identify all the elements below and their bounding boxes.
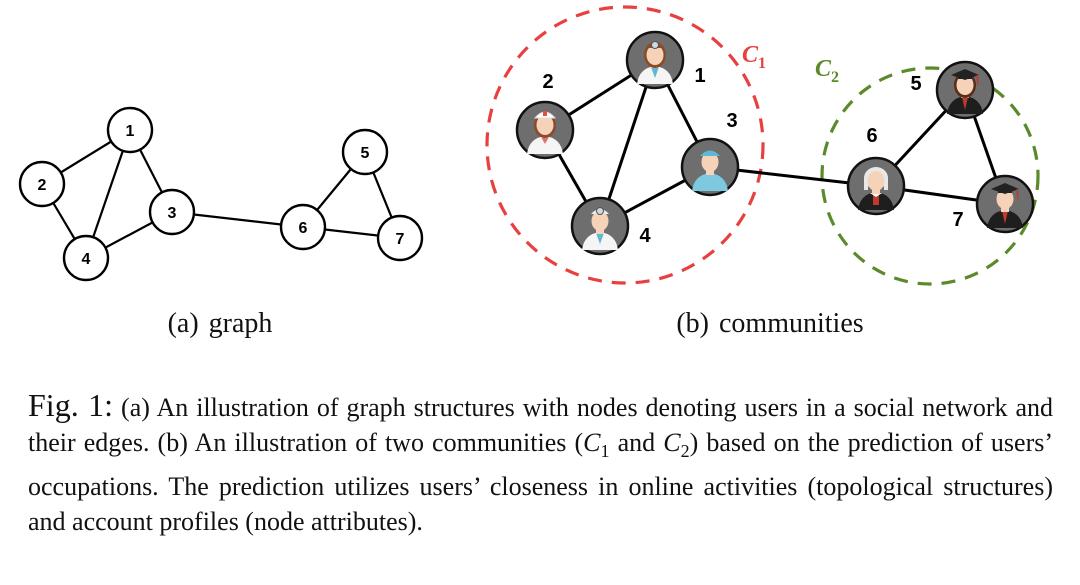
subcaption-a: (a) graph xyxy=(120,308,320,340)
caption-c1-sub: 1 xyxy=(600,441,610,462)
community-node-label: 3 xyxy=(726,110,737,132)
caption-c2-sub: 2 xyxy=(680,441,690,462)
graduate-male-icon xyxy=(975,174,1035,234)
graph-node-4: 4 xyxy=(62,234,110,282)
community-node-2: 2 xyxy=(515,71,575,160)
community-c1-boundary xyxy=(485,5,765,285)
community-node-5: 5 xyxy=(910,60,995,120)
graph-node-circle xyxy=(18,160,66,208)
caption-fig-label: Fig. 1: xyxy=(28,387,114,423)
graph-node-7: 7 xyxy=(376,214,424,262)
caption-text-part2: ) based on the prediction of users’ occu… xyxy=(28,428,1054,537)
community-node-7: 7 xyxy=(952,174,1035,234)
graph-node-circle xyxy=(279,203,327,251)
community-node-label: 4 xyxy=(639,225,651,247)
doctor-male-icon xyxy=(570,196,630,256)
community-node-label: 6 xyxy=(866,125,877,147)
graph-node-5: 5 xyxy=(341,128,389,176)
doctor-female-icon xyxy=(625,30,685,90)
subcaption-b: (b) communities xyxy=(620,308,920,340)
graph-node-label: 3 xyxy=(168,205,177,222)
graph-node-label: 4 xyxy=(82,251,91,268)
community-node-label: 7 xyxy=(952,209,963,231)
graph-node-label: 7 xyxy=(396,231,405,248)
community-node-label: 1 xyxy=(694,65,705,87)
community-c2-boundary xyxy=(820,66,1040,286)
community-c1-label: C1 xyxy=(742,42,766,72)
community-c2-label: C2 xyxy=(815,56,839,86)
graph-node-1: 1 xyxy=(106,106,154,154)
graph-node-6: 6 xyxy=(279,203,327,251)
community-node-1: 1 xyxy=(625,30,706,90)
community-node-label: 5 xyxy=(910,73,921,95)
community-node-6: 6 xyxy=(846,125,906,216)
nurse-male-icon xyxy=(680,137,740,197)
graph-node-circle xyxy=(376,214,424,262)
graph-node-label: 6 xyxy=(299,220,308,237)
caption-c1-name: C xyxy=(583,428,601,457)
community-node-4: 4 xyxy=(570,196,651,256)
nurse-female-icon xyxy=(515,100,575,160)
graph-node-circle xyxy=(106,106,154,154)
graph-node-2: 2 xyxy=(18,160,66,208)
caption-and-word: and xyxy=(609,428,664,457)
caption-c2-name: C xyxy=(663,428,681,457)
graph-node-label: 1 xyxy=(126,123,135,140)
graph-node-label: 2 xyxy=(38,177,47,194)
panel-a-graph: 1 2 3 4 5 6 7 xyxy=(18,106,424,282)
graph-node-3: 3 xyxy=(148,188,196,236)
graph-node-label: 5 xyxy=(361,145,370,162)
graduate-female-icon xyxy=(935,60,995,120)
judge-icon xyxy=(846,156,906,216)
caption-text-part1: (a) An illustration of graph structures … xyxy=(28,393,1053,457)
subcaption-a-text: graph xyxy=(208,308,273,339)
figure-graphic: 1 2 3 4 5 6 7 C1 C2 1 2 3 4 5 6 7 xyxy=(18,5,1040,286)
subcaption-b-tag: (b) xyxy=(676,308,709,339)
community-node-3: 3 xyxy=(680,110,740,197)
community-node-label: 2 xyxy=(542,71,553,93)
figure-caption: Fig. 1: (a) An illustration of graph str… xyxy=(28,388,1053,539)
graph-node-circle xyxy=(148,188,196,236)
subcaption-b-text: communities xyxy=(719,308,864,339)
panel-b-communities: C1 C2 1 2 3 4 5 6 7 xyxy=(485,5,1040,286)
graph-node-circle xyxy=(341,128,389,176)
graph-node-circle xyxy=(62,234,110,282)
subcaption-a-tag: (a) xyxy=(167,308,199,339)
